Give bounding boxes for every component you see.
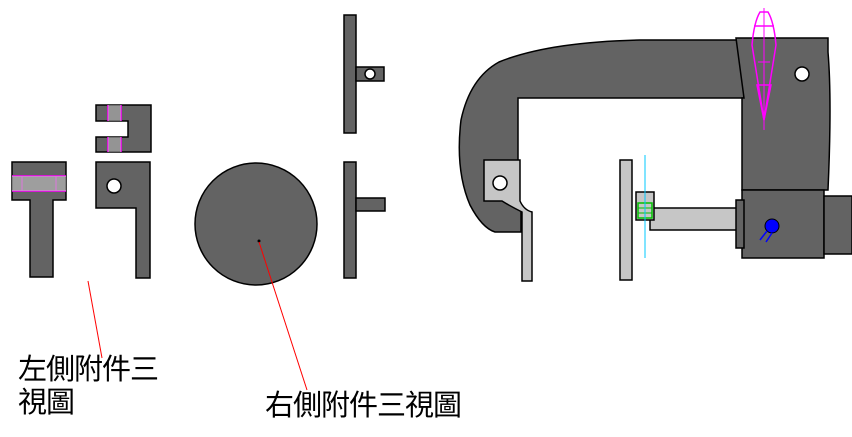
right-attachment-side-t-view xyxy=(343,161,386,279)
right-attachment-label: 右側附件三視圖 xyxy=(265,388,462,422)
right-attachment-top-t-view xyxy=(343,14,385,134)
left-attachment-front-view xyxy=(11,161,67,278)
right-label-leader xyxy=(258,241,308,391)
screw-shaft xyxy=(649,207,745,231)
pressure-pad xyxy=(619,159,633,281)
c-clamp-frame xyxy=(458,37,831,233)
right-attachment-circle-view xyxy=(194,162,318,286)
left-attachment-label-line2: 視圖 xyxy=(18,385,75,419)
left-attachment-label-line1: 左側附件三 xyxy=(18,352,159,386)
left-label-leader xyxy=(87,280,103,359)
left-attachment-top-view xyxy=(95,104,152,153)
clamp-body-block xyxy=(735,189,852,259)
left-attachment-side-view xyxy=(95,161,151,279)
clamp-jaw-plate xyxy=(483,159,533,282)
magenta-pin xyxy=(751,8,777,130)
